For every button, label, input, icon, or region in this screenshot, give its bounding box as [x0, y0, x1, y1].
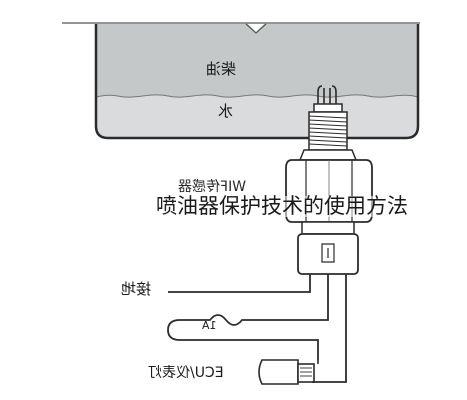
fuse-label: 1A	[202, 319, 217, 332]
probe-base	[313, 103, 343, 113]
wires	[167, 274, 347, 383]
diesel-layer	[96, 24, 418, 98]
tank-notch	[245, 23, 267, 34]
caption-overlay: 喷油器保护技术的使用方法	[156, 194, 408, 218]
lamp-icon	[258, 359, 319, 385]
fuel-water-interface	[95, 94, 419, 98]
wire-ground	[168, 274, 311, 293]
sensor-thread	[308, 111, 348, 151]
sensor-collar	[298, 149, 358, 161]
ground-label: 接地	[121, 280, 152, 298]
water-label: 水	[218, 102, 234, 120]
water-layer	[96, 94, 418, 138]
diesel-label: 柴油	[206, 60, 237, 78]
wire-signal-return	[167, 319, 319, 360]
sensor-label: WIF传感器	[178, 179, 247, 195]
tank-wall	[94, 24, 420, 140]
fuse-symbol	[192, 314, 246, 326]
wire-signal	[246, 274, 329, 321]
ecu-lamp-label: ECU/仪表灯	[148, 365, 224, 381]
wire-ecu	[312, 274, 347, 383]
thread-lines	[308, 115, 348, 147]
sensor-neck	[301, 221, 355, 235]
probe-pins	[317, 85, 337, 105]
